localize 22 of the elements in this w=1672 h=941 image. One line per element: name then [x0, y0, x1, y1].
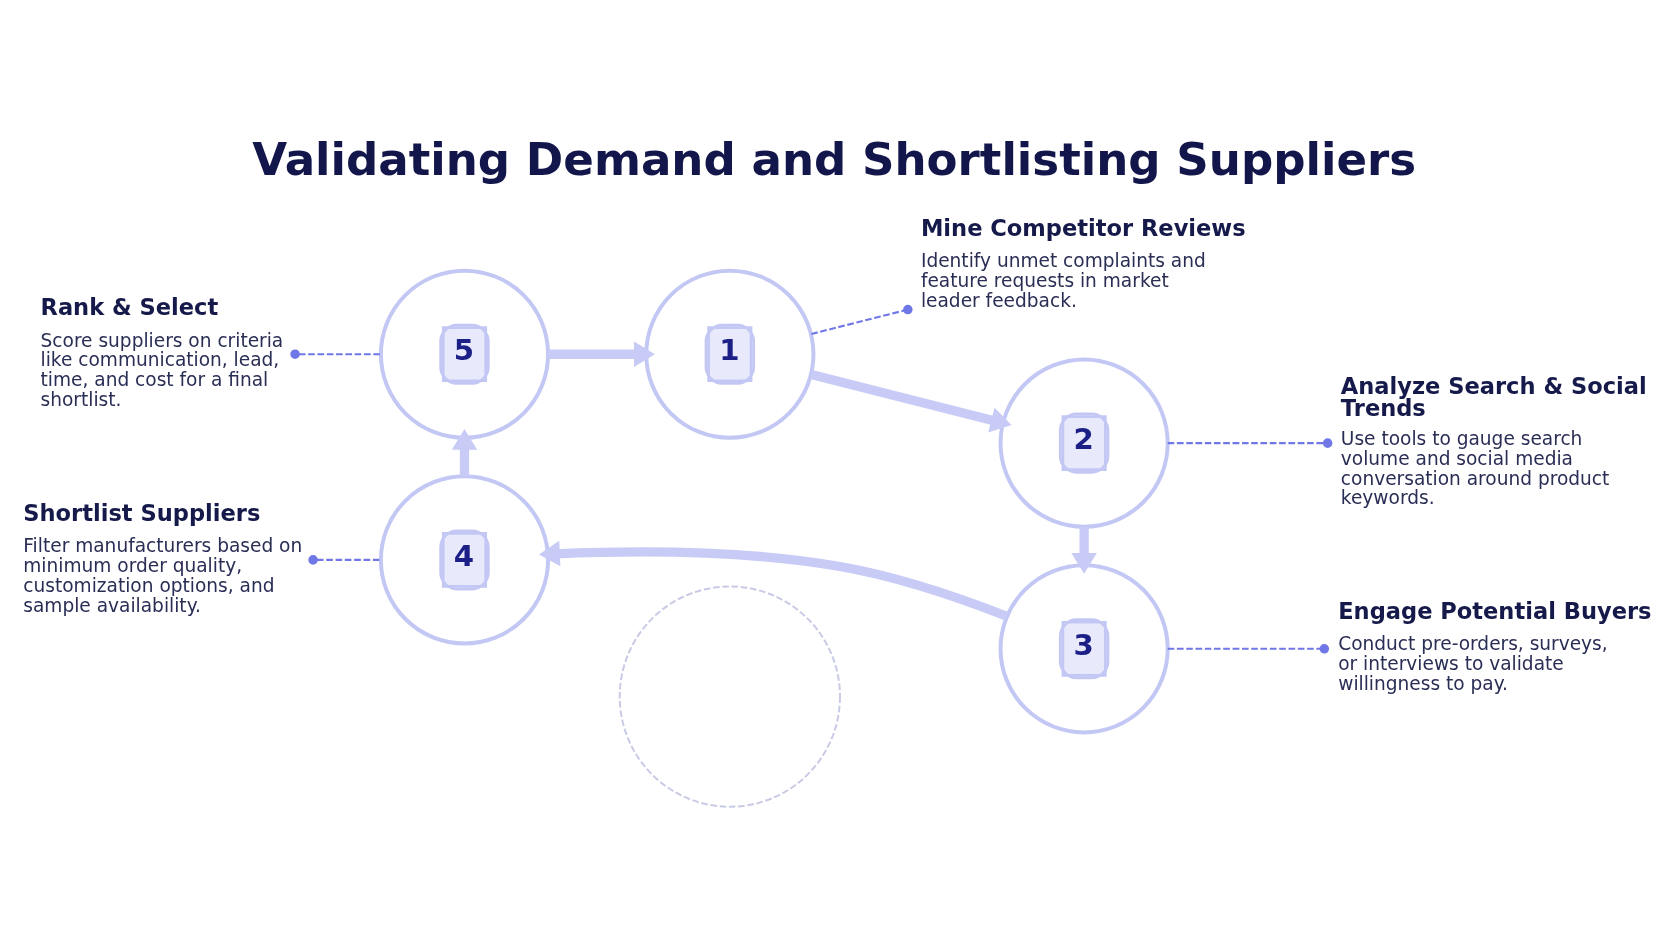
node-text: Shortlist Suppliers Filter manufacturers based on minimum order quality, customization options, and sample availability. [23, 499, 303, 616]
arrow [539, 540, 1009, 621]
node-text: Mine Competitor Reviews Identify unmet complaints and feature requests in market leader feedback. [920, 214, 1246, 311]
node-text: Engage Potential Buyers Conduct pre-orders, surveys, or interviews to validate willingness to pay. [1338, 597, 1652, 694]
arrow [1071, 526, 1097, 574]
arrow [810, 369, 1012, 432]
diagram-title: Validating Demand and Shortlisting Suppliers [252, 132, 1417, 186]
node-circle: 4 [378, 473, 551, 645]
connector [1167, 643, 1330, 654]
connector [811, 304, 913, 335]
arrow [451, 428, 478, 476]
node-circle: 5 [378, 268, 551, 440]
arrow [548, 341, 655, 367]
connector [290, 348, 381, 359]
node-circle [618, 584, 841, 808]
node-text: Analyze Search & Social Trends Use tools to gauge search volume and social media conversation around product keywords. [1340, 372, 1647, 508]
node-text: Rank & Select Score suppliers on criteria like communication, lead, time, and cost for a final shortlist. [40, 293, 284, 410]
node-circle: 3 [998, 562, 1170, 734]
node-circle: 1 [644, 268, 816, 440]
connector [308, 554, 381, 565]
node-circle: 2 [998, 357, 1170, 529]
connector [1167, 437, 1333, 448]
